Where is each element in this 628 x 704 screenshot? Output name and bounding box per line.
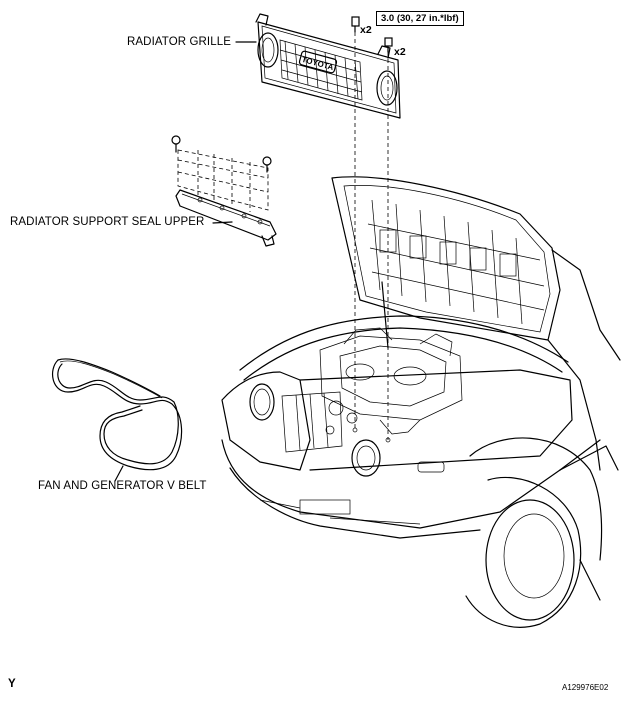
seal-clip-right-icon	[262, 156, 272, 173]
fan-generator-belt-label: FAN AND GENERATOR V BELT	[38, 480, 207, 492]
v-belt	[51, 358, 183, 471]
radiator-support-seal-label: RADIATOR SUPPORT SEAL UPPER	[10, 216, 205, 228]
radiator-grille-label: RADIATOR GRILLE	[127, 36, 231, 48]
grille-bolt-icon	[351, 16, 360, 33]
seal-clip-left-icon	[171, 135, 181, 153]
vehicle-front	[221, 176, 621, 628]
radiator-support-seal	[175, 149, 277, 247]
figure-id: A129976E02	[562, 683, 609, 692]
grille-clip-icon	[384, 37, 393, 53]
torque-spec-box: 3.0 (30, 27 in.*lbf)	[376, 11, 464, 26]
footer-left-mark: Y	[8, 678, 16, 690]
clip-quantity-label: x2	[394, 46, 406, 58]
bolt-quantity-label: x2	[360, 24, 372, 36]
radiator-grille	[255, 13, 401, 119]
